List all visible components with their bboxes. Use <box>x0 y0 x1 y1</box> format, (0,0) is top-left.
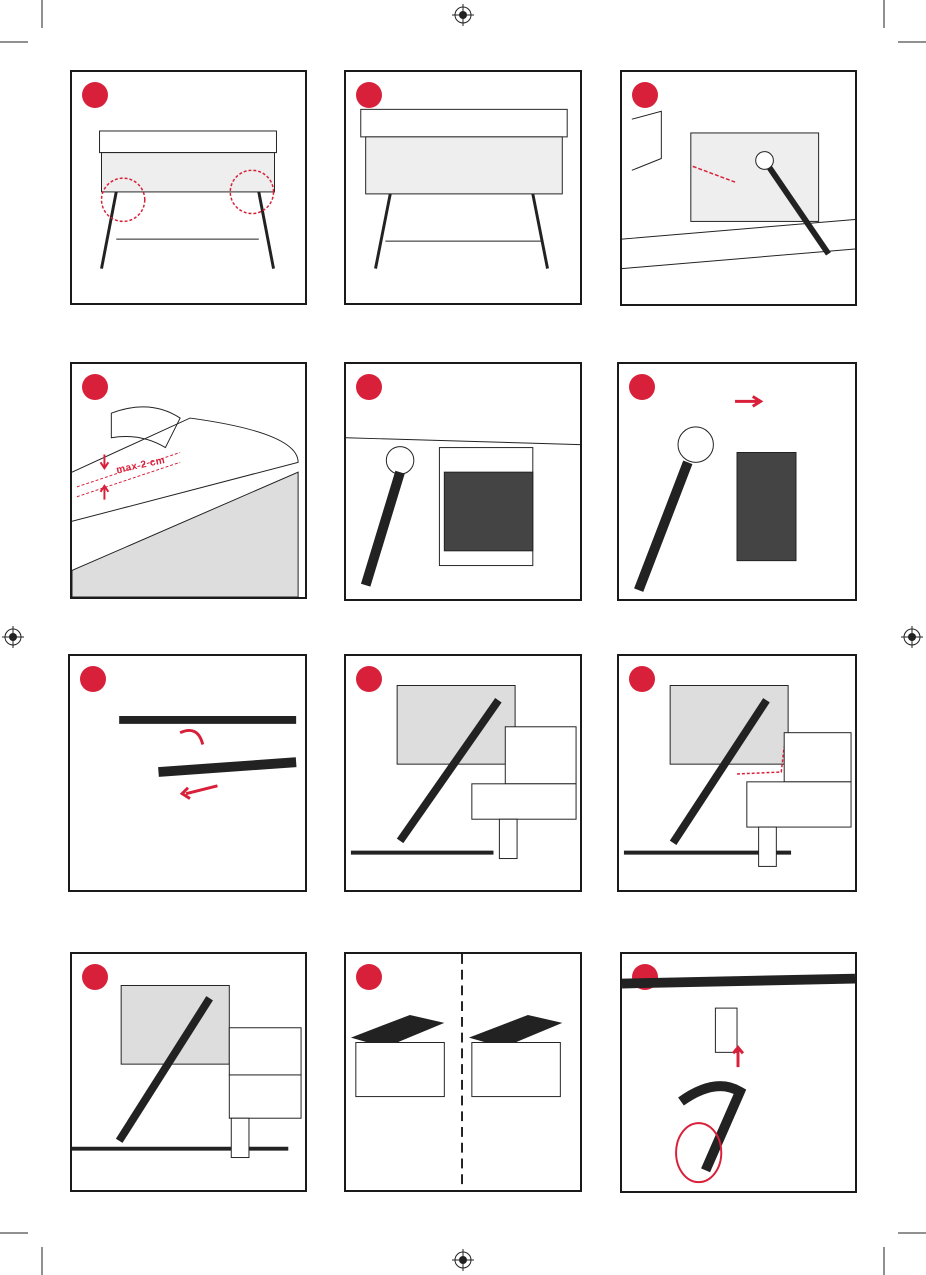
instruction-panel-5 <box>344 362 582 601</box>
instruction-panel-7 <box>68 654 307 892</box>
registration-mark-icon <box>452 4 474 26</box>
side-view-illustration <box>346 656 580 890</box>
bassinet-illustration <box>72 72 305 303</box>
instruction-panel-6 <box>617 362 857 601</box>
instruction-panel-11 <box>344 952 582 1192</box>
instruction-panel-8 <box>344 654 582 892</box>
instruction-panel-10 <box>70 952 307 1192</box>
instruction-panel-4: max 2 cm <box>70 362 307 599</box>
buckle-illustration <box>622 954 855 1191</box>
mattress-comparison-illustration <box>346 954 580 1190</box>
strap-pull-illustration <box>619 364 855 599</box>
instruction-panel-1 <box>70 70 307 305</box>
tube-connection-illustration <box>70 656 305 890</box>
instruction-panel-2 <box>344 70 582 305</box>
bassinet-illustration <box>346 72 580 303</box>
bassinet-illustration <box>622 72 855 304</box>
side-view-illustration <box>619 656 855 890</box>
side-panel-illustration <box>346 364 580 599</box>
instruction-panel-12 <box>620 952 857 1193</box>
instruction-panel-3 <box>620 70 857 306</box>
instruction-panel-9 <box>617 654 857 892</box>
registration-mark-icon <box>2 626 24 648</box>
side-view-illustration <box>72 954 305 1190</box>
mattress-edge-illustration <box>72 364 305 597</box>
registration-mark-icon <box>901 626 923 648</box>
registration-mark-icon <box>452 1249 474 1271</box>
